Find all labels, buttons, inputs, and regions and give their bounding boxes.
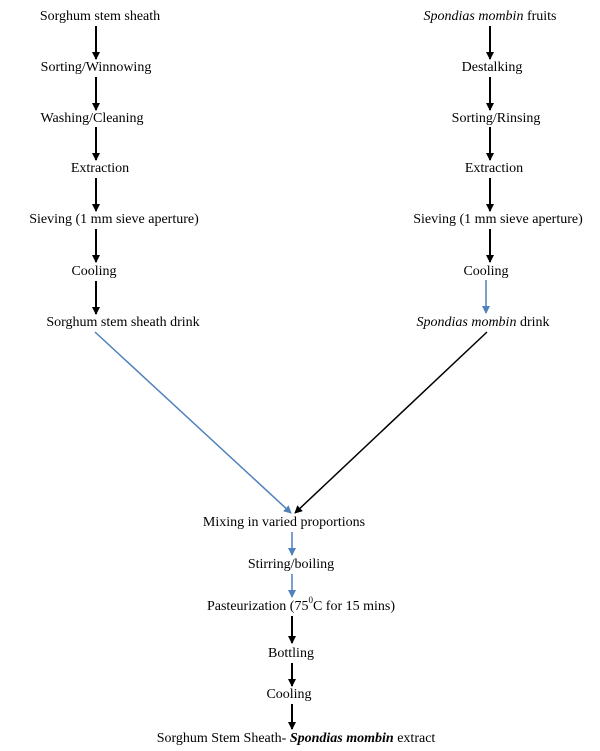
pasteurization-suffix: C for 15 mins) — [312, 599, 396, 614]
pasteurization-superscript: 0 — [308, 595, 313, 606]
left-step-sorting-winnowing: Sorting/Winnowing — [40, 60, 152, 75]
right-step-extraction: Extraction — [464, 161, 524, 176]
center-step-stirring-boiling: Stirring/boiling — [247, 557, 335, 572]
right-step-sorting-rinsing: Sorting/Rinsing — [451, 111, 541, 126]
center-step-bottling: Bottling — [268, 646, 314, 661]
left-step-washing-cleaning: Washing/Cleaning — [40, 111, 144, 126]
right-step-spondias-fruits: Spondias mombin fruits — [423, 9, 556, 25]
step-label-rest: drink — [516, 315, 550, 330]
merge-arrow-left — [94, 331, 292, 514]
species-name: Spondias mombin — [416, 315, 517, 330]
left-step-sieving: Sieving (1 mm sieve aperture) — [29, 212, 199, 227]
center-step-pasteurization: Pasteurization (750C for 15 mins) — [206, 596, 396, 615]
final-suffix: extract — [393, 731, 436, 746]
final-species-name: Spondias mombin — [289, 731, 394, 746]
pasteurization-prefix: Pasteurization (75 — [206, 599, 309, 614]
center-step-final-product: Sorghum Stem Sheath- Spondias mombin ext… — [157, 731, 436, 747]
step-label-rest: fruits — [523, 9, 557, 24]
right-step-sieving: Sieving (1 mm sieve aperture) — [413, 212, 583, 227]
right-step-destalking: Destalking — [461, 60, 523, 75]
left-step-sorghum-drink: Sorghum stem sheath drink — [46, 315, 200, 330]
merge-arrow-right — [294, 331, 488, 514]
final-prefix: Sorghum Stem Sheath- — [156, 731, 290, 746]
center-step-mixing: Mixing in varied proportions — [202, 515, 366, 530]
species-name: Spondias mombin — [423, 9, 524, 24]
right-step-spondias-drink: Spondias mombin drink — [416, 315, 549, 331]
left-step-cooling: Cooling — [71, 264, 117, 279]
center-step-cooling: Cooling — [266, 687, 312, 702]
right-step-cooling: Cooling — [463, 264, 509, 279]
left-step-extraction: Extraction — [70, 161, 130, 176]
left-step-sorghum-stem-sheath: Sorghum stem sheath — [39, 9, 161, 24]
